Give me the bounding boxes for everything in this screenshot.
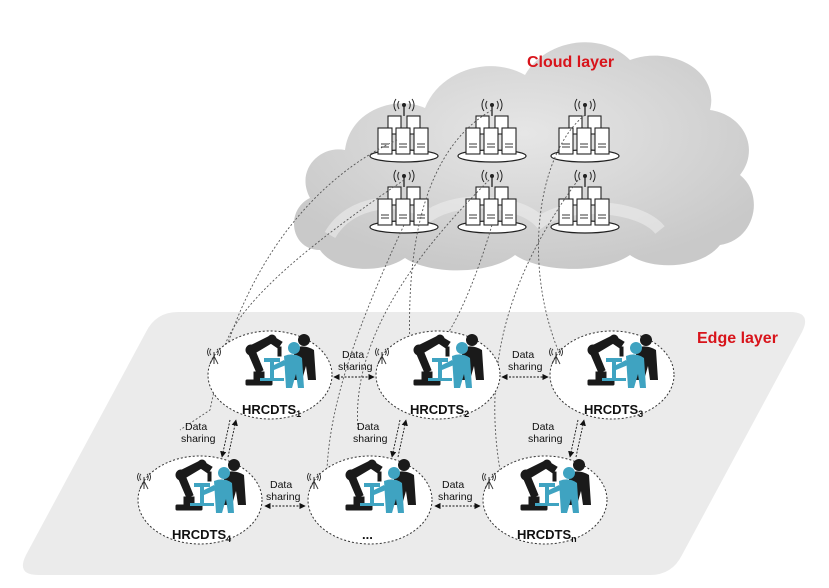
- svg-text:sharing: sharing: [438, 491, 473, 503]
- node-sub-3: 3: [638, 409, 643, 419]
- svg-text:Data: Data: [512, 349, 534, 361]
- cloud-layer-title: Cloud layer: [527, 54, 614, 71]
- svg-text:sharing: sharing: [181, 433, 216, 445]
- edge-layer-title: Edge layer: [697, 330, 778, 347]
- sharing-label-n3-n6: Data sharing: [528, 421, 563, 445]
- sharing-label-n1-n2: Data sharing: [338, 349, 373, 373]
- edge-node-hrcdts-3: HRCDTS3: [548, 330, 675, 420]
- svg-text:HRCDTSn: HRCDTSn: [517, 527, 577, 544]
- svg-text:sharing: sharing: [528, 433, 563, 445]
- svg-text:sharing: sharing: [508, 361, 543, 373]
- node-label-4: HRCDTS: [172, 527, 226, 542]
- svg-text:HRCDTS2: HRCDTS2: [410, 402, 469, 419]
- svg-text:sharing: sharing: [338, 361, 373, 373]
- node-label-3: HRCDTS: [584, 402, 638, 417]
- edge-node-hrcdts-2: HRCDTS2: [374, 330, 501, 420]
- sharing-arrows: [220, 373, 586, 510]
- node-sub-4: 4: [226, 534, 231, 544]
- svg-text:Data: Data: [357, 421, 379, 433]
- svg-text:Data: Data: [185, 421, 207, 433]
- node-label-2: HRCDTS: [410, 402, 464, 417]
- edge-node-hrcdts-n: HRCDTSn: [481, 455, 608, 545]
- sharing-label-n4-n5: Data sharing: [266, 479, 301, 503]
- sharing-label-n2-n5: Data sharing: [353, 421, 388, 445]
- sharing-label-n5-n6: Data sharing: [438, 479, 473, 503]
- svg-text:HRCDTS3: HRCDTS3: [584, 402, 643, 419]
- sharing-label-n1-n4: Data sharing: [181, 421, 216, 445]
- node-sub-6: n: [571, 534, 577, 544]
- svg-text:Data: Data: [342, 349, 364, 361]
- sharing-label-n2-n3: Data sharing: [508, 349, 543, 373]
- svg-text:HRCDTS1: HRCDTS1: [242, 402, 301, 419]
- node-label-1: HRCDTS: [242, 402, 296, 417]
- svg-text:Data: Data: [442, 479, 464, 491]
- svg-text:sharing: sharing: [266, 491, 301, 503]
- edge-node-hrcdts-4: HRCDTS4: [136, 455, 263, 545]
- svg-text:...: ...: [362, 527, 373, 542]
- edge-node-ellipsis: ...: [306, 455, 433, 545]
- edge-node-hrcdts-1: HRCDTS1: [206, 330, 333, 420]
- node-sub-1: 1: [296, 409, 301, 419]
- svg-text:Data: Data: [532, 421, 554, 433]
- node-label-6: HRCDTS: [517, 527, 571, 542]
- svg-text:Data: Data: [270, 479, 292, 491]
- node-label-5: ...: [362, 527, 373, 542]
- svg-text:sharing: sharing: [353, 433, 388, 445]
- node-sub-2: 2: [464, 409, 469, 419]
- svg-text:HRCDTS4: HRCDTS4: [172, 527, 231, 544]
